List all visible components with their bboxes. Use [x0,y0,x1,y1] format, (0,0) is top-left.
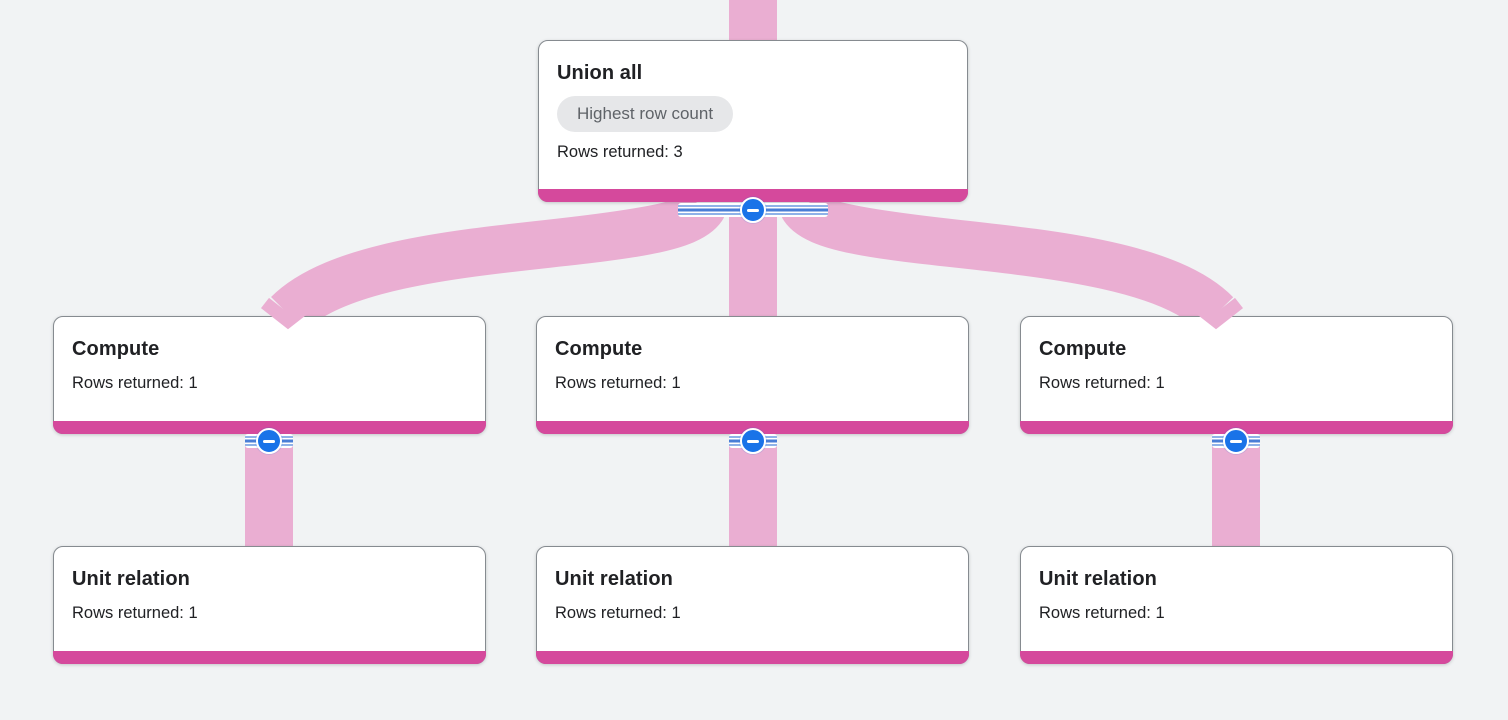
node-compute-1[interactable]: Compute Rows returned: 1 [53,316,486,434]
edge-union-to-compute-1 [271,190,725,333]
edge-compute-1-to-unit-1 [245,445,293,548]
collapse-button-union-all[interactable] [740,197,766,223]
node-title: Compute [1039,338,1127,360]
rows-returned-label: Rows returned: 1 [1039,604,1165,622]
node-compute-2[interactable]: Compute Rows returned: 1 [536,316,969,434]
node-accent-bar [53,651,486,664]
node-accent-bar [536,421,969,434]
highest-row-count-badge: Highest row count [557,96,734,132]
node-title: Unit relation [72,568,190,590]
minus-icon [263,439,275,443]
rows-returned-label: Rows returned: 1 [1039,374,1165,392]
edge-union-to-compute-3 [781,190,1234,332]
node-accent-bar [536,651,969,664]
minus-icon [747,208,759,212]
node-title: Compute [555,338,643,360]
edge-union-to-compute-2 [729,210,777,318]
rows-returned-label: Rows returned: 1 [72,604,198,622]
edge-compute-3-to-unit-3 [1212,445,1260,548]
node-union-all[interactable]: Union all Highest row count Rows returne… [538,40,968,202]
collapse-button-compute-2[interactable] [740,428,766,454]
rows-returned-label: Rows returned: 1 [555,604,681,622]
node-title: Unit relation [1039,568,1157,590]
rows-returned-label: Rows returned: 1 [72,374,198,392]
collapse-button-compute-1[interactable] [256,428,282,454]
edge-compute-2-to-unit-2 [729,445,777,548]
node-title: Compute [72,338,160,360]
node-unit-relation-2[interactable]: Unit relation Rows returned: 1 [536,546,969,664]
node-compute-3[interactable]: Compute Rows returned: 1 [1020,316,1453,434]
node-title: Union all [557,62,643,84]
minus-icon [1230,439,1242,443]
minus-icon [747,439,759,443]
rows-returned-label: Rows returned: 1 [555,374,681,392]
node-title: Unit relation [555,568,673,590]
collapse-button-compute-3[interactable] [1223,428,1249,454]
node-unit-relation-1[interactable]: Unit relation Rows returned: 1 [53,546,486,664]
node-accent-bar [538,189,968,202]
node-accent-bar [53,421,486,434]
node-accent-bar [1020,651,1453,664]
edge-union-output [729,0,777,44]
node-unit-relation-3[interactable]: Unit relation Rows returned: 1 [1020,546,1453,664]
node-accent-bar [1020,421,1453,434]
rows-returned-label: Rows returned: 3 [557,143,683,161]
